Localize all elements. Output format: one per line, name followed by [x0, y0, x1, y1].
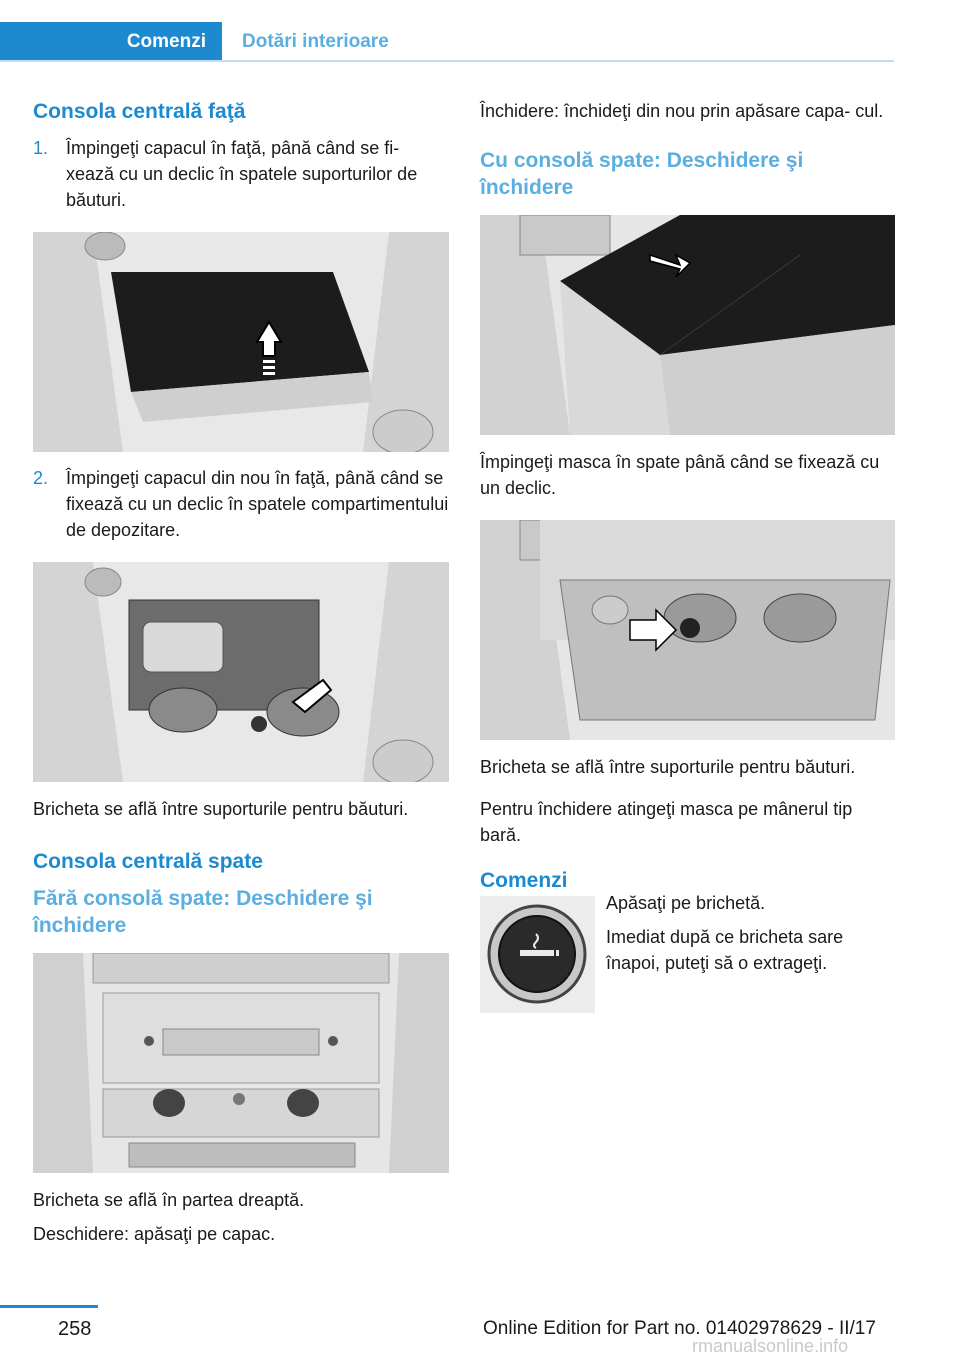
figure-rear-console-closed — [480, 215, 895, 435]
right-column: Închidere: închideţi din nou prin apăsar… — [480, 98, 896, 1013]
figure-lighter-control — [480, 896, 595, 1013]
step-1: 1. Împingeţi capacul în faţă, până când … — [33, 135, 449, 213]
footer-divider — [0, 1305, 98, 1308]
cigarette-icon — [520, 950, 554, 956]
edition-info: Online Edition for Part no. 01402978629 … — [483, 1318, 876, 1339]
watermark: rmanualsonline.info — [692, 1336, 849, 1356]
subheading-without-rear-console: Fără consolă spate: Deschidere şi închid… — [33, 887, 373, 937]
figure-rear-console-no-console — [33, 953, 449, 1173]
section-heading-rear-console: Consola centrală spate — [33, 850, 263, 873]
section-heading-front-console: Consola centrală faţă — [33, 100, 246, 123]
figure-front-console-closed — [33, 232, 449, 452]
header-bar: Comenzi Dotări interioare — [0, 0, 960, 64]
section-heading-controls: Comenzi — [480, 869, 568, 892]
controls-instruction-1: Apăsaţi pe brichetă. — [606, 893, 766, 913]
caption-lighter-front: Bricheta se află între suporturile pentr… — [33, 799, 409, 819]
figure-rear-console-open — [480, 520, 895, 740]
caption-push-mask: Împingeţi masca în spate până când se fi… — [480, 452, 880, 498]
controls-block: Apăsaţi pe brichetă. Imediat după ce bri… — [480, 893, 896, 1013]
page-number: 258 — [58, 1318, 92, 1340]
caption-opening: Deschidere: apăsaţi pe capac. — [33, 1224, 276, 1244]
figure-front-console-open — [33, 562, 449, 782]
tab-comenzi[interactable]: Comenzi — [0, 22, 222, 62]
paragraph-closing: Închidere: închideţi din nou prin apăsar… — [480, 101, 884, 121]
left-column: Consola centrală faţă 1. Împingeţi capac… — [33, 98, 449, 1247]
controls-text: Apăsaţi pe brichetă. Imediat după ce bri… — [606, 893, 896, 1013]
paragraph-close-mask: Pentru închidere atingeţi masca pe mâner… — [480, 799, 853, 845]
subheading-with-rear-console: Cu consolă spate: Deschidere şi închider… — [480, 149, 804, 199]
caption-lighter-rear: Bricheta se află între suporturile pentr… — [480, 757, 856, 777]
step-2: 2. Împingeţi capacul din nou în faţă, pâ… — [33, 465, 449, 543]
caption-lighter-right: Bricheta se află în partea dreaptă. — [33, 1190, 305, 1210]
step-text: Împingeţi capacul din nou în faţă, până … — [66, 468, 449, 540]
step-number: 2. — [33, 468, 49, 488]
controls-instruction-2: Imediat după ce bricheta sare înapoi, pu… — [606, 927, 844, 973]
tab-dotari-interioare[interactable]: Dotări interioare — [222, 22, 894, 62]
step-text: Împingeţi capacul în faţă, până când se … — [66, 138, 418, 210]
step-number: 1. — [33, 138, 49, 158]
header-divider — [0, 60, 894, 62]
